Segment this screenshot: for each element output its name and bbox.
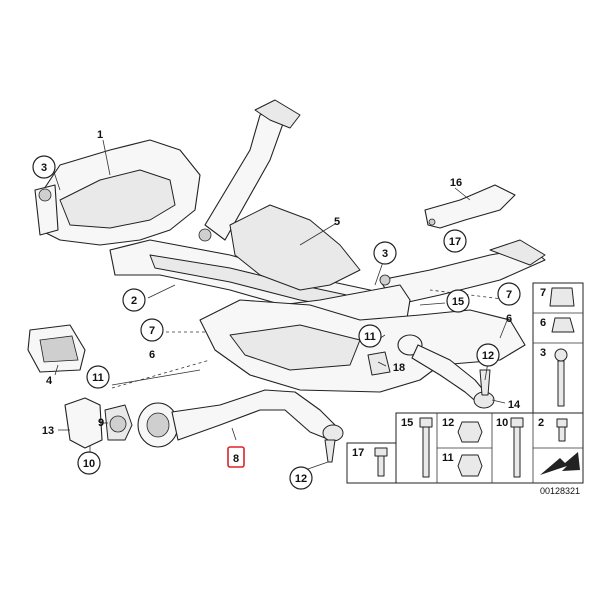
svg-text:18: 18 (393, 362, 405, 374)
leader-lines (51, 139, 511, 471)
svg-text:12: 12 (482, 350, 494, 362)
callout-14: 14 (508, 399, 521, 411)
callout-5: 5 (334, 216, 340, 228)
svg-text:14: 14 (508, 399, 521, 411)
callout-9: 9 (98, 417, 104, 429)
svg-text:9: 9 (98, 417, 104, 429)
svg-text:17: 17 (352, 447, 364, 459)
callout-3-left: 3 (32, 155, 56, 179)
callout-6-left: 6 (149, 349, 155, 361)
svg-text:4: 4 (46, 375, 53, 387)
svg-text:2: 2 (131, 295, 137, 307)
legend-column: 7 6 3 (532, 282, 584, 414)
svg-text:15: 15 (401, 417, 413, 429)
underbody-shield (199, 299, 526, 393)
svg-text:3: 3 (41, 162, 47, 174)
front-subframe (34, 99, 546, 356)
callout-4: 4 (46, 375, 53, 387)
part-13-bracket (64, 397, 133, 449)
svg-text:11: 11 (442, 452, 454, 464)
callout-3-right: 3 (373, 241, 397, 265)
part-18-bushing (367, 351, 391, 376)
svg-text:6: 6 (506, 313, 512, 325)
svg-text:7: 7 (149, 325, 155, 337)
underbody-plate (229, 204, 361, 291)
callout-11-left: 11 (86, 365, 110, 389)
callout-18: 18 (393, 362, 405, 374)
svg-text:7: 7 (506, 289, 512, 301)
part-16-bracket (424, 184, 516, 229)
callout-15: 15 (446, 289, 470, 313)
svg-text:6: 6 (149, 349, 155, 361)
svg-text:16: 16 (450, 177, 462, 189)
callout-10: 10 (77, 451, 101, 475)
svg-text:8: 8 (233, 453, 239, 465)
legend-grid: 17 15 12 11 10 2 (346, 412, 584, 484)
svg-text:6: 6 (540, 317, 546, 329)
svg-text:5: 5 (334, 216, 340, 228)
svg-text:7: 7 (540, 287, 546, 299)
svg-text:17: 17 (449, 236, 461, 248)
callout-16: 16 (450, 177, 462, 189)
svg-text:3: 3 (382, 248, 388, 260)
svg-text:12: 12 (295, 473, 307, 485)
svg-text:13: 13 (42, 425, 54, 437)
svg-text:2: 2 (538, 417, 544, 429)
callout-7-left: 7 (140, 318, 164, 342)
svg-text:11: 11 (364, 331, 376, 343)
svg-text:3: 3 (540, 347, 546, 359)
callout-17-top: 17 (443, 229, 467, 253)
callout-7-right: 7 (497, 282, 521, 306)
svg-text:12: 12 (442, 417, 454, 429)
arrow-icon (540, 452, 580, 475)
callout-1: 1 (97, 129, 103, 141)
callout-13: 13 (42, 425, 54, 437)
svg-text:10: 10 (83, 458, 95, 470)
callout-8-highlighted: 8 (227, 446, 245, 468)
callout-2: 2 (122, 288, 146, 312)
part-4-block (27, 324, 86, 373)
callout-12-right: 12 (476, 343, 500, 367)
callout-12-bottom: 12 (289, 466, 313, 490)
svg-text:10: 10 (496, 417, 508, 429)
callout-6-right: 6 (506, 313, 512, 325)
part-8-control-arm (137, 389, 344, 463)
svg-text:15: 15 (452, 296, 464, 308)
reference-number: 00128321 (540, 486, 580, 496)
svg-text:11: 11 (92, 372, 104, 384)
callout-11-mid: 11 (358, 324, 382, 348)
svg-text:1: 1 (97, 129, 103, 141)
